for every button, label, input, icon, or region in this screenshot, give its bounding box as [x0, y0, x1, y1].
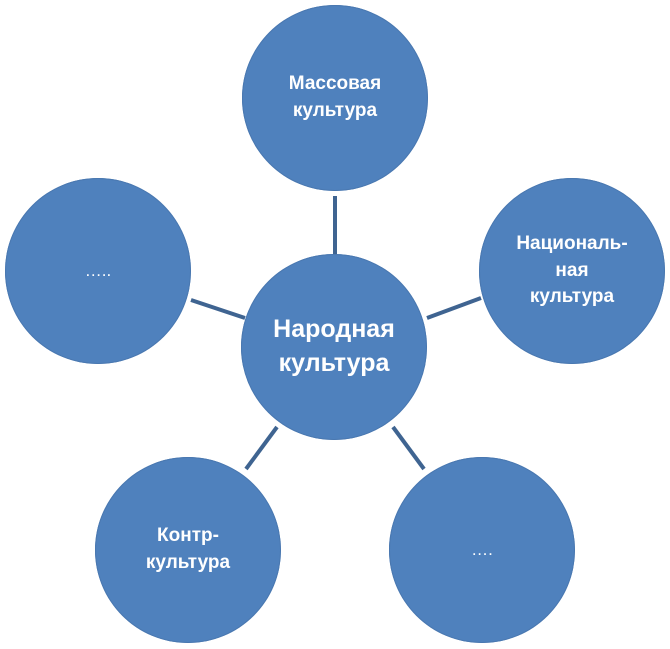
node-placeholder-left-label: ….. [84, 261, 112, 281]
connector-left [190, 298, 246, 320]
connector-bottom-left [244, 425, 279, 471]
node-folk-culture-center: Народная культура [241, 254, 427, 440]
node-counter-culture: Контр- культура [95, 457, 281, 643]
node-placeholder-left: ….. [5, 178, 191, 364]
node-folk-culture-label: Народная культура [273, 315, 395, 377]
node-placeholder-bottom-right-label: …. [471, 540, 493, 560]
node-counter-culture-label: Контр- культура [145, 525, 231, 573]
node-national-culture: Националь- ная культура [479, 178, 665, 364]
node-placeholder-bottom-right: …. [389, 457, 575, 643]
connector-bottom-right [391, 425, 426, 471]
node-mass-culture: Массовая культура [242, 5, 428, 191]
connector-right [426, 296, 482, 320]
node-mass-culture-label: Массовая культура [288, 73, 382, 121]
node-national-culture-label: Националь- ная культура [516, 233, 628, 308]
